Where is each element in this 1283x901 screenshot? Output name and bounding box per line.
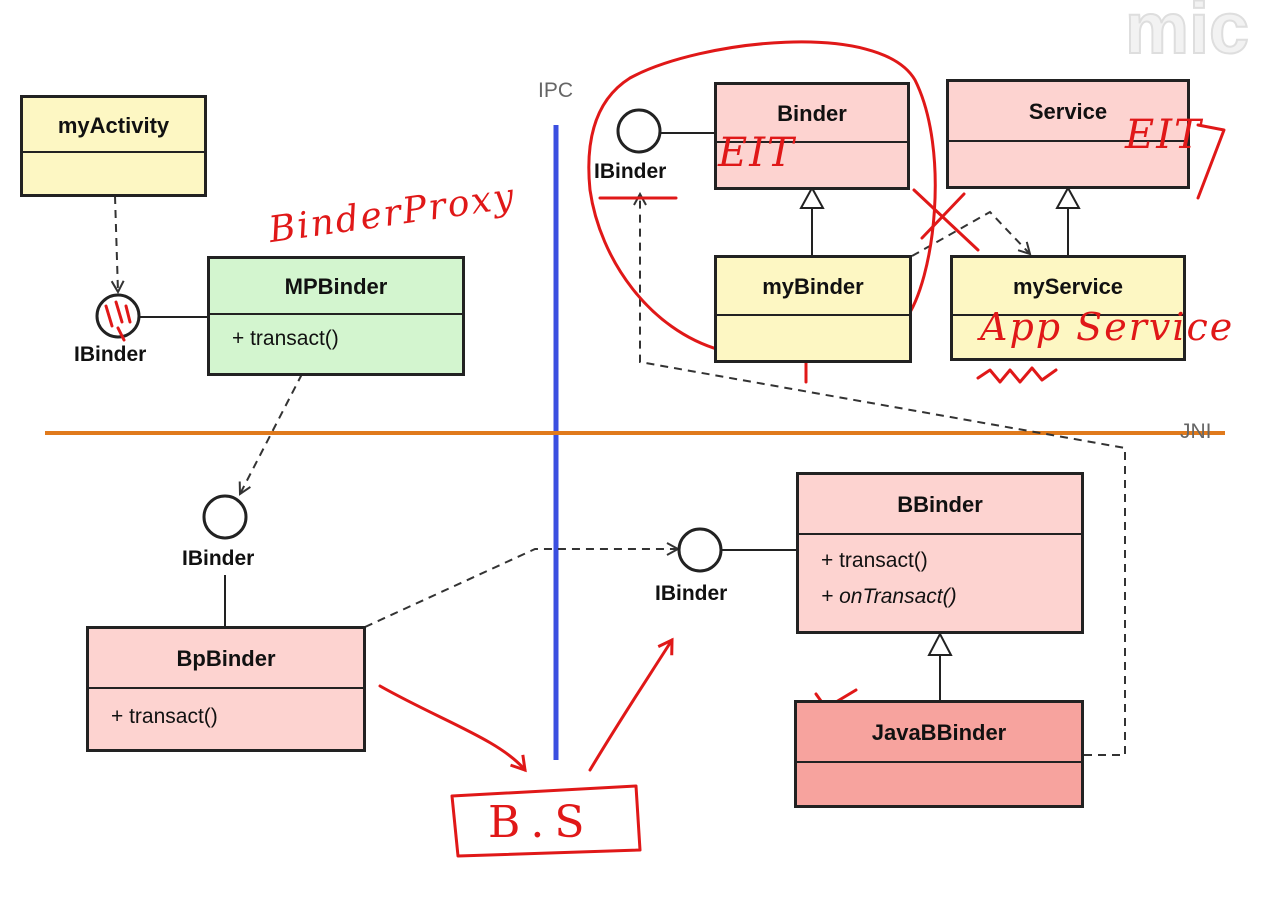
- class-mybinder: myBinder: [714, 255, 912, 363]
- class-javabbinder: JavaBBinder: [794, 700, 1084, 808]
- handwritten-eit-binder: EIT: [718, 130, 796, 176]
- dependency-javabbinder-to-ibinder: [640, 194, 1126, 756]
- ibinder-label-activity: IBinder: [74, 343, 147, 366]
- class-javabbinder-name: JavaBBinder: [797, 703, 1081, 763]
- ibinder-circle-bbinder: [677, 527, 723, 573]
- arrow-bs-to-ibinder: [588, 637, 674, 772]
- class-bpbinder-name: BpBinder: [89, 629, 363, 689]
- handwritten-annotations: [104, 40, 1226, 858]
- class-service-name: Service: [949, 82, 1187, 142]
- arrow-bpbinder-to-bs: [378, 684, 527, 773]
- class-service: Service: [946, 79, 1190, 189]
- inheritance-triangle-service: [1055, 185, 1081, 209]
- ibinder-label-bpbinder: IBinder: [182, 547, 255, 570]
- cross-mark: [912, 188, 980, 252]
- handwritten-bs: B.S: [488, 797, 595, 848]
- hatch-ibinder: [104, 300, 132, 342]
- class-mybinder-name: myBinder: [717, 258, 909, 316]
- ibinder-label-bbinder: IBinder: [655, 582, 728, 605]
- dependency-mybinder-myservice: [911, 210, 1030, 257]
- class-bpbinder: BpBinder + transact(): [86, 626, 366, 752]
- box-bs: [450, 784, 642, 858]
- stroke-eit-service-right: [1196, 123, 1226, 200]
- class-mpbinder-name: MPBinder: [210, 259, 462, 315]
- inheritance-triangle-bbinder: [927, 631, 953, 656]
- dependency-bpbinder-to-ibinder: [364, 549, 678, 628]
- class-bpbinder-method: + transact(): [111, 705, 218, 728]
- class-mpbinder-method: + transact(): [232, 327, 339, 350]
- ibinder-label-binder: IBinder: [594, 160, 667, 183]
- ibinder-circle-bpbinder: [202, 494, 248, 540]
- watermark-text: mic: [1124, 0, 1250, 70]
- class-bbinder: BBinder + transact() + onTransact(): [796, 472, 1084, 634]
- handwritten-eit-service: EIT: [1125, 112, 1203, 158]
- class-mpbinder: MPBinder + transact(): [207, 256, 465, 376]
- ibinder-circle-binder: [616, 108, 662, 154]
- class-myactivity: myActivity: [20, 95, 207, 197]
- squiggle-app-service: [976, 366, 1058, 384]
- jni-label: JNI: [1180, 420, 1212, 443]
- class-myservice-name: myService: [953, 258, 1183, 316]
- class-bbinder-method-ontransact: + onTransact(): [821, 585, 957, 608]
- class-binder: Binder: [714, 82, 910, 190]
- dependency-activity-to-ibinder: [115, 195, 118, 292]
- class-myservice: myService: [950, 255, 1186, 361]
- ibinder-circle-activity: [95, 293, 141, 339]
- handwritten-app-service: App Service: [980, 305, 1235, 349]
- class-binder-name: Binder: [717, 85, 907, 143]
- ipc-label: IPC: [538, 79, 574, 102]
- class-bbinder-name: BBinder: [799, 475, 1081, 535]
- dependency-mpbinder-to-ibinder: [240, 373, 303, 494]
- inheritance-triangle-binder: [799, 185, 825, 209]
- class-myactivity-name: myActivity: [23, 98, 204, 153]
- class-bbinder-method-transact: + transact(): [821, 549, 928, 572]
